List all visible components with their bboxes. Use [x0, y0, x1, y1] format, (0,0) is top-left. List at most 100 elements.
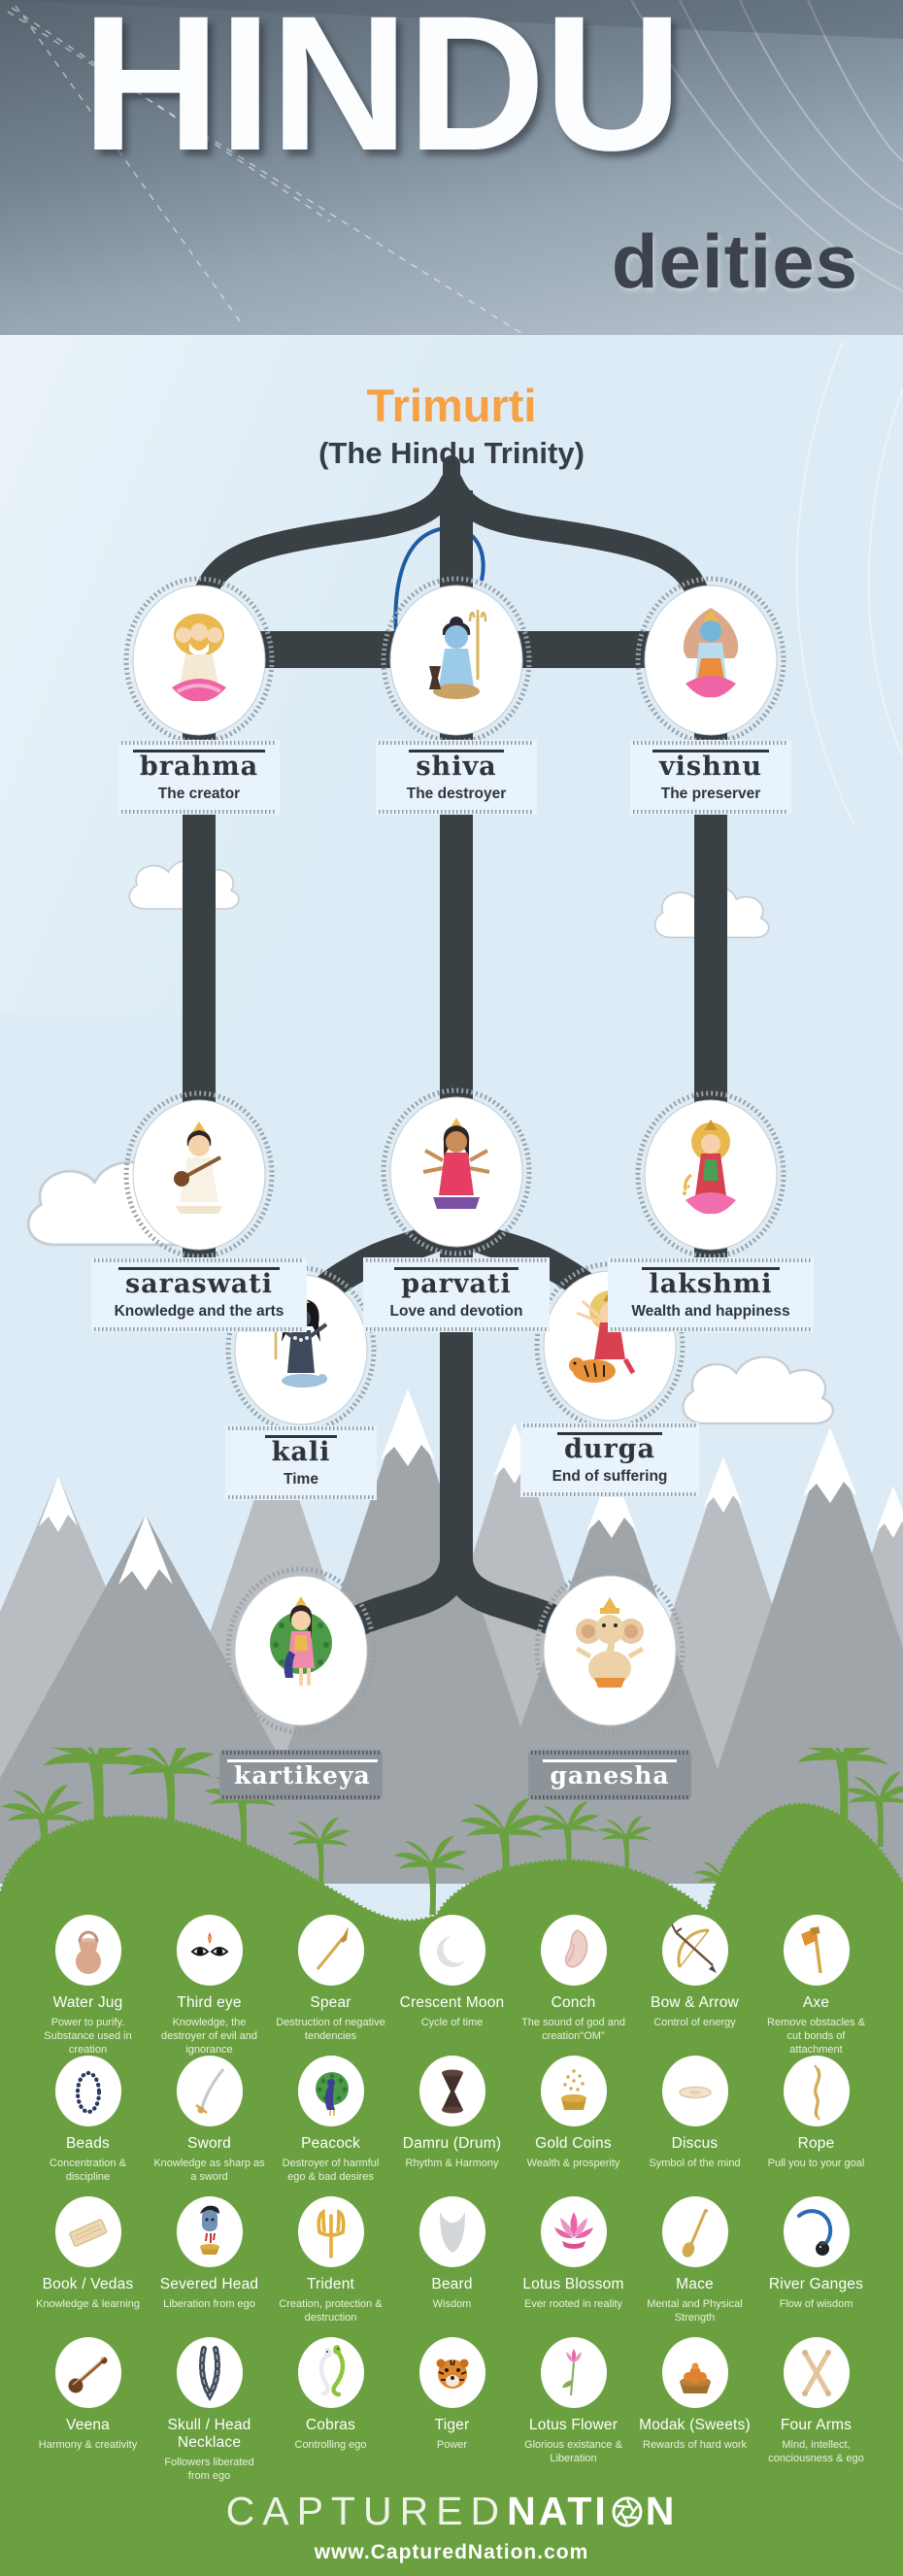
deity-node-ganesha	[532, 1564, 687, 1737]
symbol-title: Discus	[671, 2135, 719, 2152]
brand-thin-text: CAPTURED	[225, 2489, 508, 2533]
peacock-icon	[297, 2056, 364, 2126]
symbol-desc: Wisdom	[432, 2298, 472, 2310]
mace-icon	[661, 2196, 728, 2267]
poster-subtitle: deities	[611, 218, 858, 304]
deity-role: Knowledge and the arts	[114, 1303, 284, 1321]
symbol-desc: Knowledge & learning	[35, 2298, 141, 2310]
symbol-desc: Glorious existance & Liberation	[524, 2439, 622, 2465]
symbol-title: Four Arms	[780, 2417, 853, 2433]
symbol-title: Beads	[66, 2135, 110, 2152]
symbol-title: Spear	[310, 1994, 351, 2011]
water-jug-icon	[54, 1915, 121, 1986]
deity-role: The preserver	[660, 786, 761, 803]
lotus-blossom-icon	[540, 2196, 607, 2267]
symbol-title: Gold Coins	[535, 2135, 612, 2152]
symbol-title: Mace	[676, 2276, 714, 2292]
symbol-desc: The sound of god and creation"OM"	[520, 2017, 626, 2043]
deity-name: saraswati	[117, 1267, 281, 1298]
symbol-title: Trident	[306, 2276, 355, 2292]
header-decor-lines	[0, 0, 903, 335]
third-eye-icon	[176, 1915, 243, 1986]
vishnu-label: vishnu The preserver	[630, 740, 791, 816]
symbol-title: Beard	[431, 2276, 473, 2292]
rope-icon	[783, 2056, 850, 2126]
brand-logo: CAPTURED NATI N	[0, 2489, 903, 2534]
damru-icon	[418, 2056, 485, 2126]
symbol-desc: Controlling ego	[294, 2439, 367, 2451]
symbol-desc: Control of energy	[653, 2017, 736, 2028]
symbol-desc: Destruction of negative tendencies	[276, 2017, 385, 2043]
symbol-title: Lotus Blossom	[522, 2276, 624, 2292]
symbol-title: Conch	[551, 1994, 596, 2011]
four-arms-icon	[783, 2337, 850, 2408]
symbol-title: Modak (Sweets)	[639, 2417, 751, 2433]
deity-node-shiva	[379, 574, 534, 747]
deity-role: The creator	[157, 786, 241, 803]
spear-icon	[297, 1915, 364, 1986]
deity-name: vishnu	[652, 750, 770, 781]
deity-name: lakshmi	[642, 1267, 780, 1298]
deity-role: The destroyer	[406, 786, 507, 803]
deity-name: kali	[264, 1435, 338, 1466]
bow-arrow-icon	[661, 1915, 728, 1986]
skull-necklace-icon	[176, 2337, 243, 2408]
symbol-title: Tiger	[434, 2417, 470, 2433]
symbol-title: Book / Vedas	[42, 2276, 134, 2292]
deity-name: kartikeya	[227, 1759, 378, 1789]
symbol-desc: Destroyer of harmful ego & bad desires	[282, 2158, 380, 2184]
shiva-label: shiva The destroyer	[376, 740, 537, 816]
river-ganges-icon	[783, 2196, 850, 2267]
deity-node-kartikeya	[223, 1564, 379, 1737]
saraswati-portrait	[123, 1090, 275, 1259]
durga-label: durga End of suffering	[520, 1422, 699, 1498]
symbol-title: Damru (Drum)	[402, 2135, 502, 2152]
symbol-desc: Knowledge, the destroyer of evil and ign…	[160, 2017, 258, 2057]
symbol-desc: Creation, protection & destruction	[279, 2298, 383, 2325]
symbol-title: Lotus Flower	[528, 2417, 619, 2433]
symbol-desc: Mind, intellect, conciousness & ego	[768, 2439, 864, 2465]
crescent-moon-icon	[418, 1915, 485, 1986]
deity-node-parvati	[379, 1086, 534, 1258]
symbol-desc: Rhythm & Harmony	[405, 2158, 499, 2169]
parvati-label: parvati Love and devotion	[363, 1257, 550, 1333]
lotus-flower-icon	[540, 2337, 607, 2408]
deity-role: End of suffering	[552, 1468, 668, 1486]
symbol-desc: Rewards of hard work	[643, 2439, 747, 2451]
symbol-title: River Ganges	[768, 2276, 864, 2292]
symbol-title: Crescent Moon	[399, 1994, 505, 2011]
conch-icon	[540, 1915, 607, 1986]
symbol-desc: Flow of wisdom	[779, 2298, 853, 2310]
header-banner: HINDU deities	[0, 0, 903, 335]
deity-role: Love and devotion	[389, 1303, 523, 1321]
symbol-desc: Wealth & prosperity	[526, 2158, 620, 2169]
brand-bold-text: NATI	[507, 2489, 609, 2533]
symbol-desc: Liberation from ego	[163, 2298, 255, 2310]
symbol-title: Axe	[802, 1994, 830, 2011]
symbol-desc: Harmony & creativity	[38, 2439, 138, 2451]
deity-name: ganesha	[543, 1759, 677, 1789]
lakshmi-portrait	[635, 1090, 786, 1259]
beads-icon	[54, 2056, 121, 2126]
ganesha-label: ganesha	[528, 1750, 691, 1801]
symbol-title: Severed Head	[159, 2276, 259, 2292]
symbol-title: Cobras	[305, 2417, 356, 2433]
lakshmi-label: lakshmi Wealth and happiness	[608, 1257, 814, 1333]
